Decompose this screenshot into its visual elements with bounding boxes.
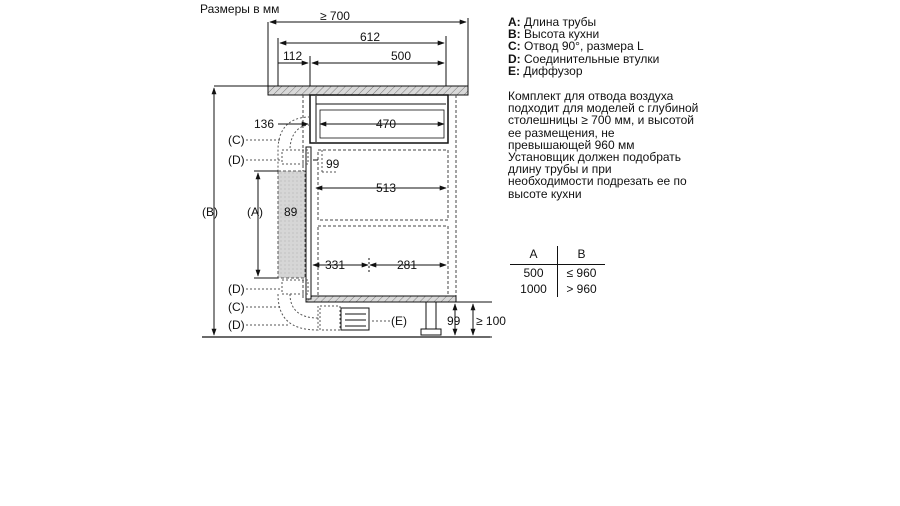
dim-136-text: 136 [254,117,274,131]
installation-note: Комплект для отвода воздуха подходит для… [508,89,699,201]
dim-99b-text: 99 [447,314,461,328]
table-header-row: A B [510,246,605,265]
table-cell: > 960 [566,282,597,296]
label-C-top: (C) [228,133,245,147]
dim-281-text: 281 [397,258,417,272]
label-E: (E) [391,314,407,328]
table-header-b: B [557,246,605,265]
dim-100-text: ≥ 100 [476,314,506,328]
duct-tube [277,170,306,279]
dim-513-text: 513 [376,181,396,195]
diffuser [319,305,370,331]
cabinet-side-panel [305,146,312,300]
duct-elbows [277,116,319,331]
table-cell: 500 [510,264,558,281]
dim-112-text: 112 [283,49,302,63]
table-header-a: A [510,246,558,265]
cabinet-bottom [305,295,457,303]
table-row: 1000 > 960 [510,281,605,297]
dim-612-text: 612 [360,30,380,44]
table-cell: 1000 [510,281,558,297]
cabinet-leg [420,301,442,336]
hob-unit [309,94,449,144]
table-cell: ≤ 960 [566,266,597,280]
legend-item-a: A: Длина трубы [508,15,597,29]
legend-item-d: D: Соединительные втулки [508,51,660,66]
dim-99a-text: 99 [326,157,340,171]
dim-500-text: 500 [391,49,411,63]
dim-89-text: 89 [284,205,298,219]
table-row: 500 ≤ 960 [510,264,605,281]
dim-331-text: 331 [325,258,345,272]
label-D-bottom: (D) [228,318,245,332]
dim-700-text: ≥ 700 [320,9,350,23]
label-D-mid: (D) [228,282,245,296]
legend-item-c: C: Отвод 90°, размера L [508,39,644,54]
size-table: A B 500 ≤ 960 1000 > 960 [510,246,605,297]
dim-470-text: 470 [376,117,396,131]
countertop [267,85,469,96]
label-B: (B) [202,205,218,219]
label-A: (A) [247,205,263,219]
legend-item-b: B: Высота кухни [508,27,600,42]
label-D-top: (D) [228,153,245,167]
label-C-bottom: (C) [228,300,245,314]
legend: A: Длина трубы B: Высота кухни C: Отвод … [508,16,659,77]
legend-item-e: E: Диффузор [508,63,583,78]
diagram-title: Размеры в мм [200,2,280,16]
